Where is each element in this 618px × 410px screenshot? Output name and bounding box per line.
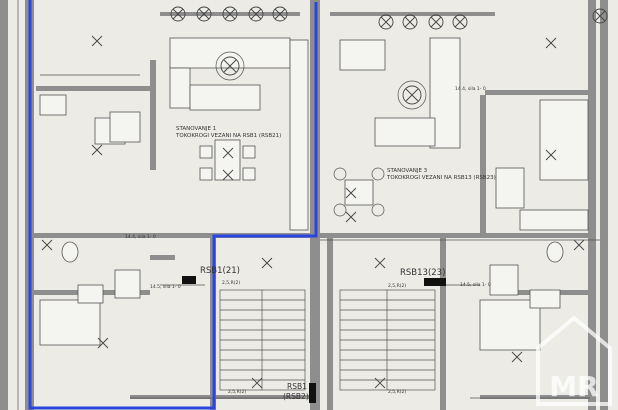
board-label-rsb1-21: RSB1(21)	[200, 266, 240, 276]
ceiling-note-c: 14.4, sila 1- 0	[455, 86, 486, 92]
unit-3-subtitle: TOKOKROGI VEZANI NA RSB13 (RSB23)	[386, 175, 496, 181]
board-marker-rsb13-23	[424, 278, 446, 286]
apartment-highlight-outline	[28, 0, 318, 410]
furniture-layer	[39, 37, 589, 391]
board-label-rsb13-23: RSB13(23)	[400, 268, 445, 278]
ceiling-note-b: 14.5, sila 1- 0	[150, 284, 181, 290]
unit-1-subtitle: TOKOKROGI VEZANI NA RSB1 (RSB21)	[175, 133, 281, 139]
unit-3-title: STANOVANJE 3	[387, 168, 428, 174]
ceiling-note-a: 14.4, sila 1- 0	[125, 234, 156, 240]
light-fixtures	[170, 6, 608, 105]
logo-text: MR	[549, 370, 598, 403]
annotation-lines	[17, 0, 600, 410]
ceiling-lights	[41, 35, 585, 389]
socket-note-a: 2,5,R(2)	[222, 280, 240, 286]
board-marker-rsb1	[309, 383, 316, 403]
socket-note-b: 2,5,R(2)	[388, 283, 406, 289]
board-marker-rsb1-21	[182, 276, 196, 284]
socket-note-c: 2,5,R(2)	[228, 389, 246, 395]
board-label-rsb1: RSB1	[287, 382, 307, 391]
socket-note-d: 2,5,R(2)	[388, 389, 406, 395]
unit-1-title: STANOVANJE 1	[176, 126, 216, 132]
mr-logo-watermark: MR	[536, 315, 612, 406]
board-label-rsb2: (RSB2)	[283, 392, 309, 401]
ceiling-note-d: 14.5, sila 1- 0	[460, 282, 491, 288]
